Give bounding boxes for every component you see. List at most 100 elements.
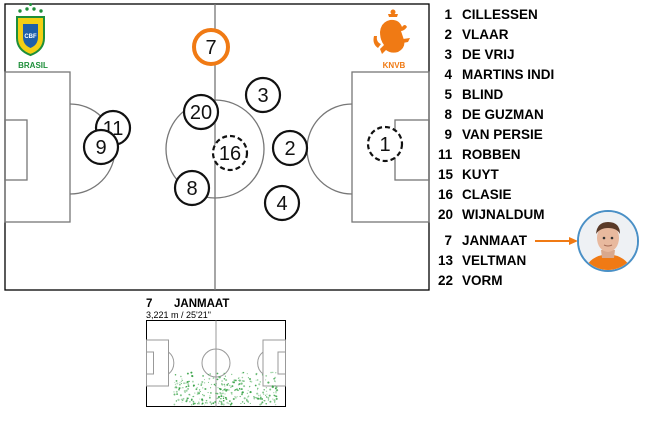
heat-dot (236, 388, 239, 390)
heat-dot (216, 378, 219, 381)
heat-dot (224, 396, 227, 399)
selected-player-stat: 3,221 m / 25'21" (146, 310, 211, 320)
heat-dot (190, 403, 193, 406)
selected-player-number: 7 (146, 298, 153, 310)
player-marker[interactable]: 16 (211, 134, 249, 172)
heat-dot (271, 386, 274, 389)
heat-dot (186, 372, 189, 375)
player-number: 2 (284, 138, 295, 160)
heat-dot (265, 390, 268, 393)
heat-dot (273, 380, 276, 382)
heat-dot (230, 402, 233, 405)
heat-dot (181, 379, 184, 382)
roster-name: ROBBEN (462, 147, 521, 162)
player-marker[interactable]: 20 (182, 93, 220, 131)
heat-dot (253, 397, 256, 400)
heat-dot (221, 380, 223, 382)
player-marker[interactable]: 9 (82, 128, 120, 166)
heat-dot (177, 398, 180, 401)
heat-dot (182, 387, 184, 389)
heat-dot (187, 387, 190, 390)
roster-number: 1 (444, 7, 452, 22)
heat-dot (240, 382, 243, 385)
heat-dot (216, 392, 219, 395)
heat-dot (207, 374, 209, 376)
heat-dot (204, 387, 207, 391)
heat-dot (179, 382, 181, 384)
heat-dot (274, 401, 276, 403)
heat-dot (274, 381, 276, 383)
roster-number: 15 (438, 167, 454, 182)
heat-dot (220, 401, 222, 403)
heat-dot (178, 388, 180, 391)
heat-dot (212, 402, 215, 405)
heat-dot (185, 400, 188, 403)
heat-dot (268, 394, 271, 397)
heat-dot (235, 388, 238, 391)
player-marker[interactable]: 3 (244, 76, 282, 114)
brasil-label: BRASIL (18, 61, 48, 70)
player-marker[interactable]: 1 (366, 125, 404, 163)
heat-dot (247, 395, 250, 397)
heat-dot (246, 400, 248, 402)
roster-name: MARTINS INDI (462, 67, 555, 82)
heat-dot (179, 383, 181, 386)
heat-dot (210, 403, 213, 405)
heat-dot (235, 397, 237, 399)
heat-dot (229, 384, 231, 387)
heat-dot (197, 383, 200, 386)
heat-dot (265, 396, 268, 398)
heat-dot (238, 387, 241, 390)
player-photo-icon (577, 210, 639, 272)
heat-dot (218, 400, 221, 402)
heat-dot (231, 385, 234, 388)
heat-dot (174, 374, 177, 376)
heat-dot (240, 393, 244, 396)
heat-dot (219, 393, 221, 395)
roster-number: 4 (444, 67, 452, 82)
heat-dot (265, 379, 267, 381)
arrow-right-icon (535, 237, 578, 245)
heat-dot (220, 398, 222, 400)
player-marker[interactable]: 4 (263, 184, 301, 222)
heat-dot (185, 381, 187, 383)
heat-dot (249, 380, 251, 382)
player-marker[interactable]: 8 (173, 169, 211, 207)
knvb-label: KNVB (383, 61, 406, 70)
heat-dot (207, 392, 209, 394)
heat-dot (224, 385, 226, 387)
heat-dot (220, 392, 223, 395)
heat-dot (184, 391, 186, 393)
player-marker[interactable]: 7 (192, 28, 230, 66)
heat-dot (234, 395, 236, 398)
heat-dot (249, 378, 251, 380)
player-marker[interactable]: 2 (271, 129, 309, 167)
heat-dot (219, 391, 221, 394)
heat-dot (201, 402, 204, 405)
heat-dot (246, 373, 248, 375)
heat-dot (192, 402, 195, 405)
heat-dot (257, 387, 259, 389)
heat-dot (173, 393, 176, 396)
heat-dot (246, 398, 248, 401)
heat-dot (188, 380, 191, 383)
heat-dot (235, 379, 237, 381)
heat-dot (275, 392, 277, 394)
heat-dot (222, 395, 225, 398)
heat-dot (255, 379, 257, 381)
roster-number: 8 (444, 107, 452, 122)
heat-dot (185, 385, 188, 388)
heat-dot (259, 394, 261, 396)
heat-dot (202, 394, 204, 396)
roster-number: 3 (444, 47, 452, 62)
knvb-lion-icon (373, 9, 410, 54)
heat-dot (216, 397, 219, 400)
heat-dot (196, 391, 200, 394)
heat-dot (209, 396, 211, 399)
selected-player-name: JANMAAT (174, 298, 230, 310)
heat-dot (246, 392, 248, 394)
heat-dot (226, 383, 229, 386)
roster-name: KUYT (462, 167, 499, 182)
heat-dot (273, 392, 275, 394)
heat-dot (276, 389, 279, 392)
